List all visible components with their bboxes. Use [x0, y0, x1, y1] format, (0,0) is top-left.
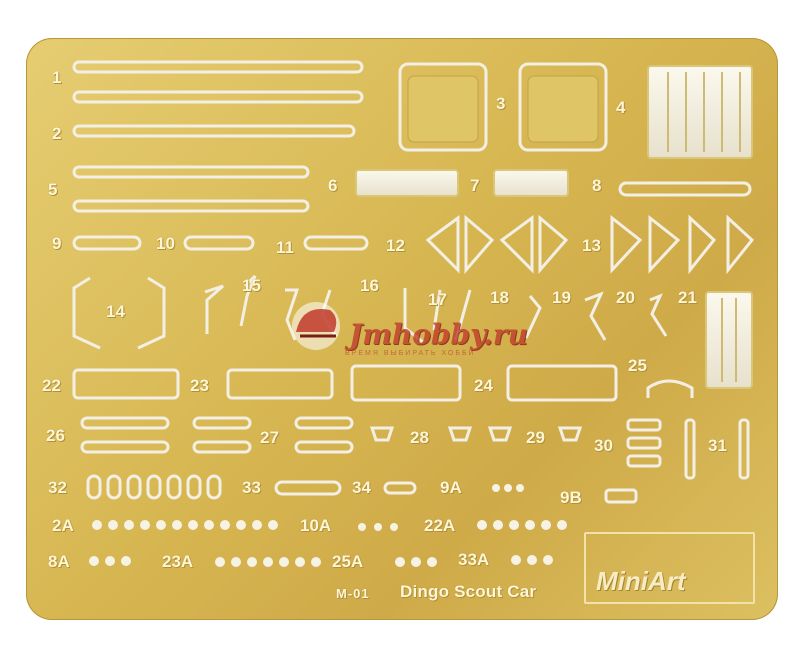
part-label-33: 33	[242, 478, 261, 497]
part-label-21: 21	[678, 288, 697, 307]
part-label-5: 5	[48, 180, 58, 199]
part-label-1: 1	[52, 68, 62, 87]
part-label-23a: 23A	[162, 552, 194, 571]
watermark-text: Jmhobby.ru	[349, 318, 528, 351]
miniart-logo: MiniArt	[596, 566, 686, 596]
part-label-19: 19	[552, 288, 571, 307]
part-label-10: 10	[156, 234, 175, 253]
part-label-27: 27	[260, 428, 279, 447]
part-label-10a: 10A	[300, 516, 332, 535]
part-label-23: 23	[190, 376, 209, 395]
part-label-22: 22	[42, 376, 61, 395]
part-label-2a: 2A	[52, 516, 74, 535]
part-label-28: 28	[410, 428, 429, 447]
watermark-helmet-icon	[292, 302, 340, 350]
part-label-22a: 22A	[424, 516, 456, 535]
part-label-33a: 33A	[458, 550, 490, 569]
part-label-17: 17	[428, 290, 447, 309]
part-label-4: 4	[616, 98, 626, 117]
part-label-25a: 25A	[332, 552, 364, 571]
part-label-13: 13	[582, 236, 601, 255]
part-label-29: 29	[526, 428, 545, 447]
part-label-8: 8	[592, 176, 602, 195]
part-label-3: 3	[496, 94, 506, 113]
grille-parts	[355, 65, 753, 389]
part-label-31: 31	[708, 436, 727, 455]
part-label-32: 32	[48, 478, 67, 497]
part-label-12: 12	[386, 236, 405, 255]
part-label-2: 2	[52, 124, 62, 143]
logo-frame	[584, 532, 755, 604]
part-label-14: 14	[106, 302, 125, 321]
part-label-9: 9	[52, 234, 62, 253]
part-label-15: 15	[242, 276, 261, 295]
part-label-9b: 9B	[560, 488, 582, 507]
set-code: M-01	[336, 586, 370, 601]
part-label-7: 7	[470, 176, 480, 195]
part-label-34: 34	[352, 478, 371, 497]
part-label-25: 25	[628, 356, 647, 375]
watermark-subtitle: ВРЕМЯ ВЫБИРАТЬ ХОББИ	[345, 350, 476, 357]
part-label-9a: 9A	[440, 478, 462, 497]
part-label-20: 20	[616, 288, 635, 307]
part-label-30: 30	[594, 436, 613, 455]
small-disc-parts	[89, 484, 567, 567]
part-outlines	[72, 60, 755, 504]
part-label-11: 11	[276, 238, 294, 257]
part-label-26: 26	[46, 426, 65, 445]
part-label-16: 16	[360, 276, 379, 295]
part-label-18: 18	[490, 288, 509, 307]
part-label-24: 24	[474, 376, 493, 395]
part-label-8a: 8A	[48, 552, 70, 571]
set-title: Dingo Scout Car	[400, 582, 537, 601]
part-label-6: 6	[328, 176, 338, 195]
